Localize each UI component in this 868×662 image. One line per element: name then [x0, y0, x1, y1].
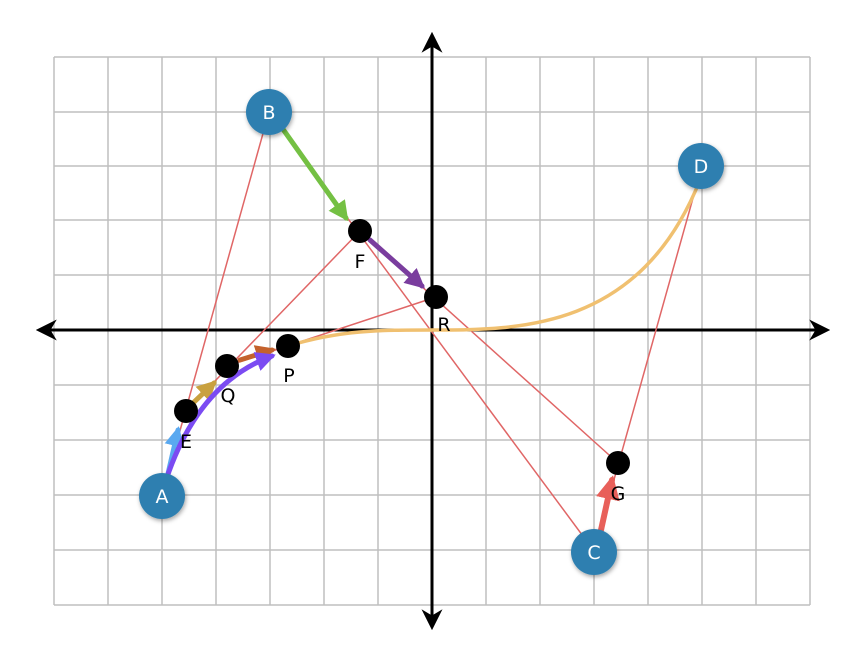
- label-p: P: [283, 365, 294, 387]
- point-p: [276, 334, 300, 358]
- control-points: [139, 89, 724, 575]
- label-c: C: [587, 542, 600, 564]
- label-a: A: [156, 486, 169, 508]
- interpolated-points: [174, 219, 630, 475]
- label-g: G: [611, 483, 626, 505]
- interpolated-labels: E F G Q R P: [180, 251, 625, 505]
- label-d: D: [694, 156, 709, 178]
- arrows: [163, 122, 620, 533]
- label-b: B: [262, 102, 275, 124]
- c-to-g-arrow: [596, 475, 620, 533]
- control-labels: A B C D: [156, 102, 709, 564]
- point-f: [348, 219, 372, 243]
- control-point-c[interactable]: [571, 529, 617, 575]
- point-g: [606, 451, 630, 475]
- control-point-b[interactable]: [246, 89, 292, 135]
- label-e: E: [180, 431, 192, 453]
- label-q: Q: [221, 385, 236, 407]
- point-q: [215, 354, 239, 378]
- control-point-a[interactable]: [139, 473, 185, 519]
- label-f: F: [355, 251, 366, 273]
- point-r: [424, 285, 448, 309]
- control-point-d[interactable]: [678, 143, 724, 189]
- bezier-curve: [286, 178, 702, 348]
- f-to-r-arrow: [367, 237, 425, 289]
- a-to-p-curve-arrow: [163, 352, 276, 483]
- point-e: [174, 399, 198, 423]
- b-to-f-arrow: [277, 122, 349, 222]
- e-to-q-arrow: [191, 380, 217, 405]
- label-r: R: [437, 314, 450, 336]
